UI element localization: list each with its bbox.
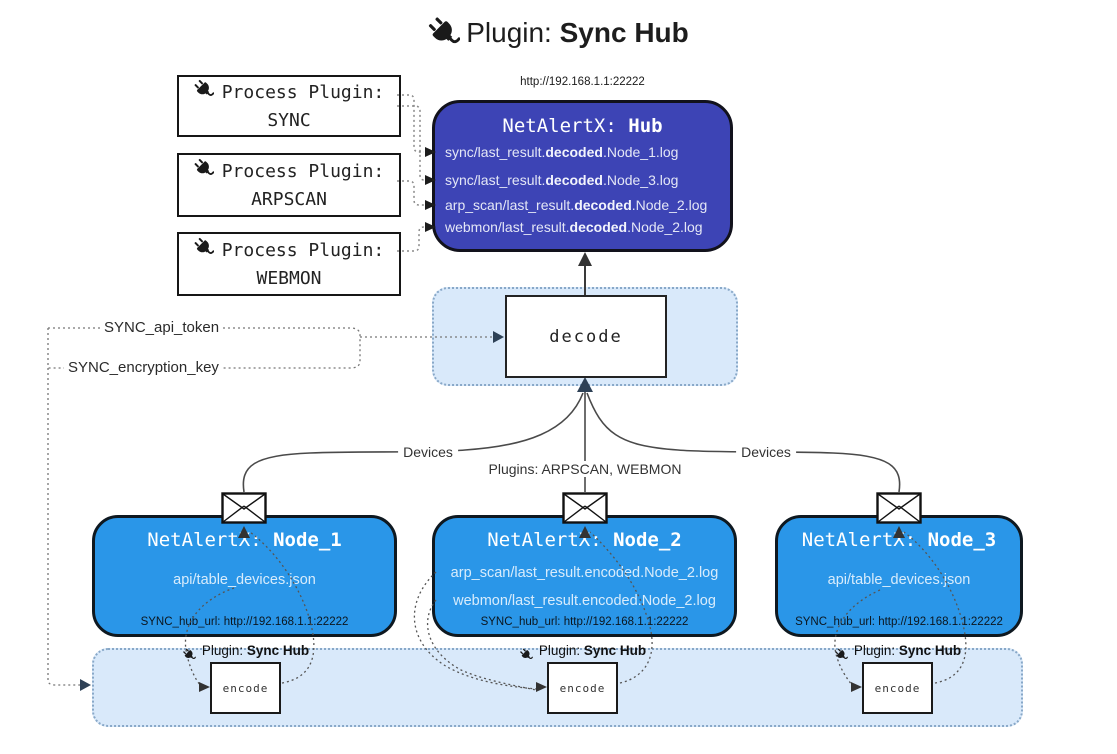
hub-box: NetAlertX: Hub sync/last_result.decoded.…: [432, 100, 733, 252]
encode-plugin-label: Plugin: Sync Hub: [183, 643, 309, 664]
plug-icon: [520, 648, 534, 664]
node-file-line: arp_scan/last_result.encoded.Node_2.log: [450, 565, 719, 581]
process-plugin-box-webmon: Process Plugin: WEBMON: [177, 232, 401, 296]
devices-label-left: Devices: [398, 444, 458, 460]
hub-log-line: arp_scan/last_result.decoded.Node_2.log: [445, 197, 708, 213]
process-plugin-name: WEBMON: [256, 267, 322, 289]
process-plugin-name: SYNC: [267, 109, 311, 131]
plug-icon: [835, 648, 849, 664]
node-title: NetAlertX: Node_1: [147, 529, 342, 551]
node-file-line: api/table_devices.json: [827, 572, 971, 588]
hub-title: NetAlertX: Hub: [502, 115, 663, 137]
hub-log-line: sync/last_result.decoded.Node_3.log: [445, 172, 679, 188]
hub-url-label: http://192.168.1.1:22222: [520, 76, 645, 88]
page-title-prefix: Plugin:: [466, 17, 560, 48]
process-plugin-box-arpscan: Process Plugin: ARPSCAN: [177, 153, 401, 217]
page-title-name: Sync Hub: [559, 17, 689, 48]
process-to-hub-edges: [397, 94, 425, 252]
devices-label-right: Devices: [736, 444, 796, 460]
encode-box: encode: [547, 662, 618, 714]
node-hub-url: SYNC_hub_url: http://192.168.1.1:22222: [480, 616, 689, 628]
envelope-icon: [221, 492, 267, 529]
node-hub-url: SYNC_hub_url: http://192.168.1.1:22222: [795, 616, 1003, 628]
sync-api-token-label: SYNC_api_token: [100, 319, 224, 336]
plug-icon: [183, 648, 197, 664]
sync-encryption-key-label: SYNC_encryption_key: [64, 359, 223, 376]
encode-box: encode: [210, 662, 281, 714]
plug-icon: [194, 158, 215, 186]
decode-box: decode: [505, 295, 667, 378]
process-plugin-label: Process Plugin:: [221, 161, 385, 182]
plugins-arpscan-webmon-label: Plugins: ARPSCAN, WEBMON: [483, 461, 687, 477]
node-hub-url: SYNC_hub_url: http://192.168.1.1:22222: [140, 616, 349, 628]
node-box-node-3: NetAlertX: Node_3 api/table_devices.json…: [775, 515, 1023, 637]
hub-log-line: webmon/last_result.decoded.Node_2.log: [445, 219, 703, 235]
plug-icon: [428, 16, 461, 55]
hub-log-line: sync/last_result.decoded.Node_1.log: [445, 144, 679, 160]
process-plugin-label: Process Plugin:: [221, 240, 385, 261]
envelope-icon: [876, 492, 922, 529]
token-arrowheads: [80, 331, 504, 691]
plug-icon: [194, 237, 215, 265]
encode-plugin-label: Plugin: Sync Hub: [520, 643, 646, 664]
envelope-icon: [562, 492, 608, 529]
node-title: NetAlertX: Node_2: [487, 529, 682, 551]
node-file-line: api/table_devices.json: [173, 572, 316, 588]
encode-plugin-label: Plugin: Sync Hub: [835, 643, 961, 664]
process-plugin-box-sync: Process Plugin: SYNC: [177, 75, 401, 137]
node-box-node-1: NetAlertX: Node_1 api/table_devices.json…: [92, 515, 397, 637]
node-title: NetAlertX: Node_3: [801, 529, 997, 551]
node-file-line: webmon/last_result.encoded.Node_2.log: [453, 593, 716, 609]
process-plugin-name: ARPSCAN: [251, 188, 327, 210]
process-plugin-label: Process Plugin:: [221, 82, 385, 103]
page-title: Plugin: Sync Hub: [0, 16, 1117, 55]
node-box-node-2: NetAlertX: Node_2 arp_scan/last_result.e…: [432, 515, 737, 637]
plug-icon: [194, 79, 215, 107]
encode-box: encode: [862, 662, 933, 714]
